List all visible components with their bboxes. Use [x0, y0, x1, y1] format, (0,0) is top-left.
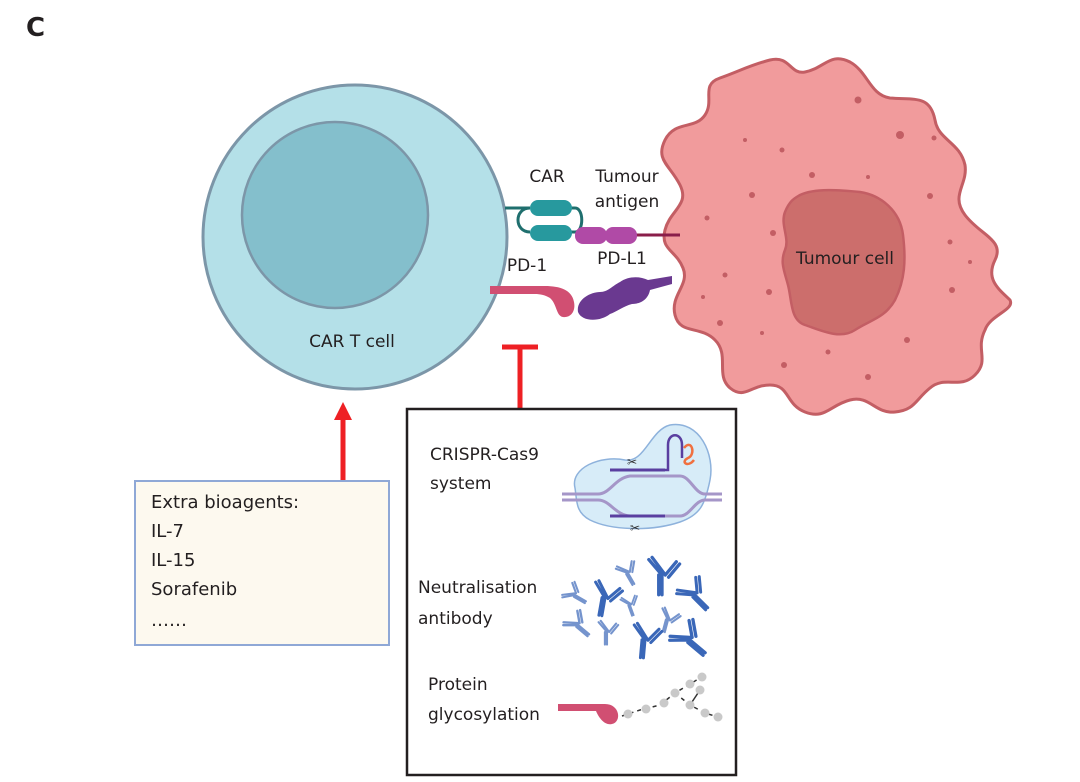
car-domain — [530, 200, 572, 216]
car-t-cell-label: CAR T cell — [309, 332, 395, 352]
pd1-shape — [490, 286, 575, 318]
bioagent-item: …… — [151, 610, 187, 631]
glycan-bead — [670, 688, 680, 698]
granule — [947, 239, 953, 245]
granule — [701, 295, 705, 299]
crispr-label-line2: system — [430, 474, 491, 494]
pdl1-shape — [577, 276, 672, 320]
antibody — [614, 560, 636, 587]
pd1-receptor: PD-1 — [490, 256, 575, 318]
granule — [770, 230, 776, 236]
car-t-cell: CAR T cell — [201, 83, 509, 391]
granule — [904, 337, 910, 343]
bioagents-box: Extra bioagents: IL-7 IL-15 Sorafenib …… — [134, 480, 390, 646]
glycosylation-label-line1: Protein — [428, 675, 488, 695]
crispr-label-line1: CRISPR-Cas9 — [430, 445, 539, 465]
granule — [749, 192, 755, 198]
antigen-domain — [575, 227, 607, 244]
granule — [717, 320, 723, 326]
granule — [949, 287, 955, 293]
tumour-antigen-label-line1: Tumour — [594, 167, 658, 187]
granule — [722, 272, 728, 278]
tumour-cell-label: Tumour cell — [795, 249, 894, 269]
svg-text:✂: ✂ — [630, 521, 640, 535]
glycan-bead — [700, 708, 710, 718]
antibody-icon — [561, 555, 710, 660]
granule — [766, 289, 772, 295]
granule — [866, 175, 870, 179]
glycan-bead — [659, 698, 669, 708]
glycan-bead — [685, 700, 695, 710]
granule — [704, 215, 710, 221]
glycan-bead — [641, 704, 651, 714]
antibody — [668, 617, 707, 657]
stimulation-arrow — [334, 402, 352, 480]
bioagent-item: IL-15 — [151, 550, 195, 571]
tumour-cell-granules — [701, 96, 972, 380]
granule — [968, 260, 972, 264]
pdl1-label: PD-L1 — [597, 249, 647, 269]
glycan-bead — [623, 709, 633, 719]
antibody — [619, 594, 638, 617]
car-receptor: CAR — [505, 167, 584, 241]
glycosylation-icon — [558, 672, 723, 725]
tumour-antigen-label-line2: antigen — [595, 192, 660, 212]
antibody — [562, 608, 591, 638]
granule — [896, 131, 904, 139]
granule — [779, 147, 785, 153]
svg-text:✂: ✂ — [627, 455, 637, 469]
pd1-label: PD-1 — [507, 256, 547, 276]
tumour-antigen: Tumour antigen — [575, 167, 680, 244]
antibody — [561, 580, 587, 605]
car-label: CAR — [529, 167, 564, 187]
antibody — [594, 579, 624, 618]
granule — [854, 96, 862, 104]
bioagents-title: Extra bioagents: — [151, 492, 299, 513]
bioagent-item: IL-7 — [151, 521, 184, 542]
glycosylation-label-line2: glycosylation — [428, 705, 540, 725]
glycan-bead — [695, 685, 705, 695]
glycan-bead — [685, 679, 695, 689]
granule — [825, 349, 831, 355]
antigen-domain — [605, 227, 637, 244]
tumour-cell-nucleus — [781, 188, 906, 336]
tumour-cell: Tumour cell — [660, 57, 1013, 416]
antibody — [675, 575, 710, 612]
crispr-cas9-icon: ✂ ✂ — [562, 423, 722, 535]
car-domain — [530, 225, 572, 241]
antibody — [632, 621, 664, 660]
glycan-bead — [713, 712, 723, 722]
glycan-bead — [697, 672, 707, 682]
granule — [781, 362, 787, 368]
granule — [743, 138, 747, 142]
granule — [927, 193, 933, 199]
antibody-label-line2: antibody — [418, 609, 493, 629]
granule — [809, 172, 815, 178]
pdl1-ligand: PD-L1 — [577, 249, 672, 320]
bioagent-item: Sorafenib — [151, 579, 237, 600]
car-t-cell-nucleus — [240, 120, 430, 310]
antibody — [647, 555, 682, 597]
granule — [760, 331, 764, 335]
strategies-box: CRISPR-Cas9 system ✂ ✂ Neutralisation an… — [405, 407, 738, 777]
inhibition-bar — [502, 344, 538, 408]
antibody — [661, 606, 682, 634]
granule — [931, 135, 937, 141]
granule — [865, 374, 871, 380]
antibody-label-line1: Neutralisation — [418, 578, 537, 598]
panel-label: C — [26, 13, 45, 43]
antibody — [597, 619, 620, 646]
